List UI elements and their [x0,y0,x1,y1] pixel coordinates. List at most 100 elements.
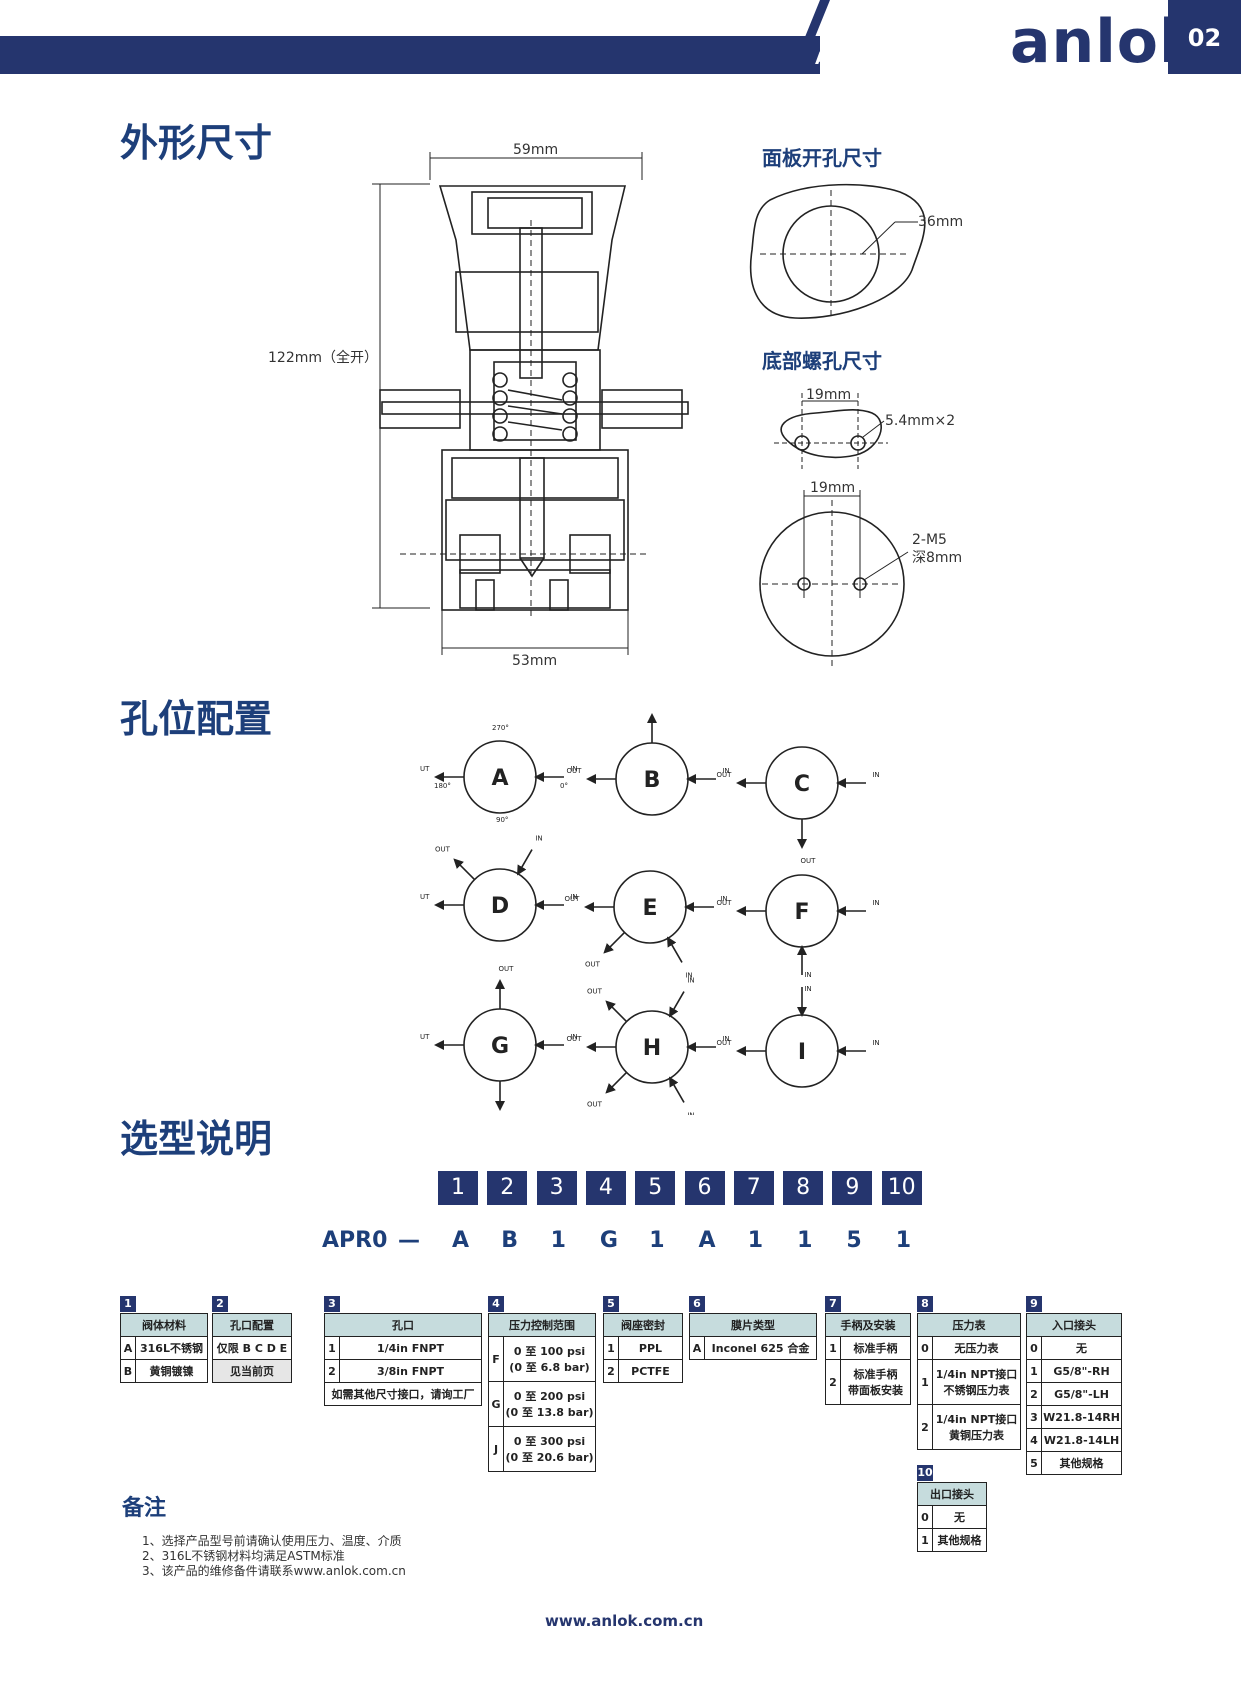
out-label: OUT [420,893,430,901]
out-label: OUT [587,988,603,996]
out-label: OUT [420,765,430,773]
t4-range-bar: (0 至 6.8 bar) [509,1361,590,1374]
table9-badge: 9 [1026,1296,1042,1312]
out-label: OUT [565,895,581,903]
table5-title: 阀座密封 [603,1313,683,1337]
t6-code: A [689,1336,705,1360]
header-bar-ext [760,36,820,74]
model-code-value: A [452,1228,470,1253]
out-label: OUT [717,1039,733,1047]
in-label: IN [722,1035,729,1043]
table-port-config: 孔口配置 仅限 B C D E 见当前页 [212,1313,292,1383]
out-arrow [603,931,626,954]
table3-badge: 3 [324,1296,340,1312]
in-label: IN [570,893,577,901]
position-number-box: 10 [881,1171,922,1205]
config-label: B [644,768,661,793]
footer-url[interactable]: www.anlok.com.cn [545,1612,704,1630]
t1-desc: 黄铜镀镍 [135,1359,208,1383]
in-arrow [669,1076,685,1103]
angle-180: 180° [434,782,451,790]
table6-title: 膜片类型 [689,1313,817,1337]
notes-title: 备注 [122,1496,167,1521]
header-bar [0,36,790,74]
angle-270: 270° [492,724,509,732]
t10-desc: 无 [932,1505,987,1529]
out-label: OUT [717,899,733,907]
table2-title: 孔口配置 [212,1313,292,1337]
config-label: C [794,772,810,797]
model-code-value: 1 [797,1228,813,1253]
t4-code: J [488,1426,504,1472]
in-label: IN [872,1039,879,1047]
t9-desc: W21.8-14LH [1041,1428,1122,1452]
in-label: IN [872,771,879,779]
config-label: A [491,766,508,791]
t9-code: 0 [1026,1336,1042,1360]
section-title-outline: 外形尺寸 [120,121,273,165]
position-number-box: 9 [832,1171,873,1205]
dim-hole-size: 5.4mm×2 [885,413,955,429]
in-label: IN [570,1033,577,1041]
t5-desc: PCTFE [618,1359,683,1383]
in-label: IN [804,971,811,979]
model-code-value: 1 [649,1228,665,1253]
model-code-value: A [698,1228,716,1253]
position-number-box: 8 [783,1171,824,1205]
model-code-value: 1 [895,1228,911,1253]
t8-code: 1 [917,1359,933,1405]
out-label: OUT [717,771,733,779]
brand-logo: anlok [1010,7,1200,77]
dim-hole-pitch-2: 19mm [810,480,855,496]
t3-code: 2 [324,1359,340,1383]
dim-width-bottom: 53mm [512,653,557,669]
t8-code: 0 [917,1336,933,1360]
note-item: 1、选择产品型号前请确认使用压力、温度、介质 [142,1534,402,1548]
t8-desc-2: 黄铜压力表 [949,1429,1004,1442]
t4-range-psi: 0 至 300 psi [513,1435,586,1448]
config-label: F [794,900,809,925]
table8-title: 压力表 [917,1313,1021,1337]
t8-desc: 1/4in NPT接口 [935,1368,1018,1381]
table3-title: 孔口 [324,1313,482,1337]
table1-badge: 1 [120,1296,136,1312]
t9-desc: G5/8"-LH [1041,1382,1122,1406]
t2-desc: 见当前页 [212,1359,292,1383]
t4-range-psi: 0 至 200 psi [513,1390,586,1403]
port-config-diagram: 270° 180° 0° 90° AOUTINBOUTINOUTCOUTINOU… [420,705,880,1115]
model-prefix: APR0 [322,1228,388,1253]
t1-code: B [120,1359,136,1383]
out-label: OUT [585,960,601,968]
t3-desc: 3/8in FNPT [339,1359,482,1383]
t8-desc: 无压力表 [932,1336,1021,1360]
t9-code: 4 [1026,1428,1042,1452]
t2-desc: 仅限 B C D E [212,1336,292,1360]
in-label: IN [570,765,577,773]
angle-0: 0° [560,782,568,790]
out-label: OUT [420,1033,430,1041]
page-number: 02 [1168,0,1241,74]
t8-code: 2 [917,1404,933,1450]
subtitle-bottom-holes: 底部螺孔尺寸 [762,349,882,373]
model-code-value: 5 [846,1228,862,1253]
model-dash: — [398,1228,420,1253]
dim-height: 122mm（全开） [268,349,378,366]
t4-range-psi: 0 至 100 psi [513,1345,586,1358]
t10-code: 1 [917,1528,933,1552]
t9-desc: W21.8-14RH [1041,1405,1122,1429]
model-code-value: B [501,1228,519,1253]
table9-title: 入口接头 [1026,1313,1122,1337]
in-label: IN [687,1112,694,1115]
bottom-hole-oval-drawing: 19mm 5.4mm×2 [774,387,955,469]
table10-title: 出口接头 [917,1482,987,1506]
header-slant [760,0,985,74]
t7-desc: 标准手柄 [853,1368,898,1381]
t8-desc: 1/4in NPT接口 [935,1413,1018,1426]
in-label: IN [685,972,692,980]
config-label: I [798,1040,806,1065]
in-arrow [669,991,685,1018]
